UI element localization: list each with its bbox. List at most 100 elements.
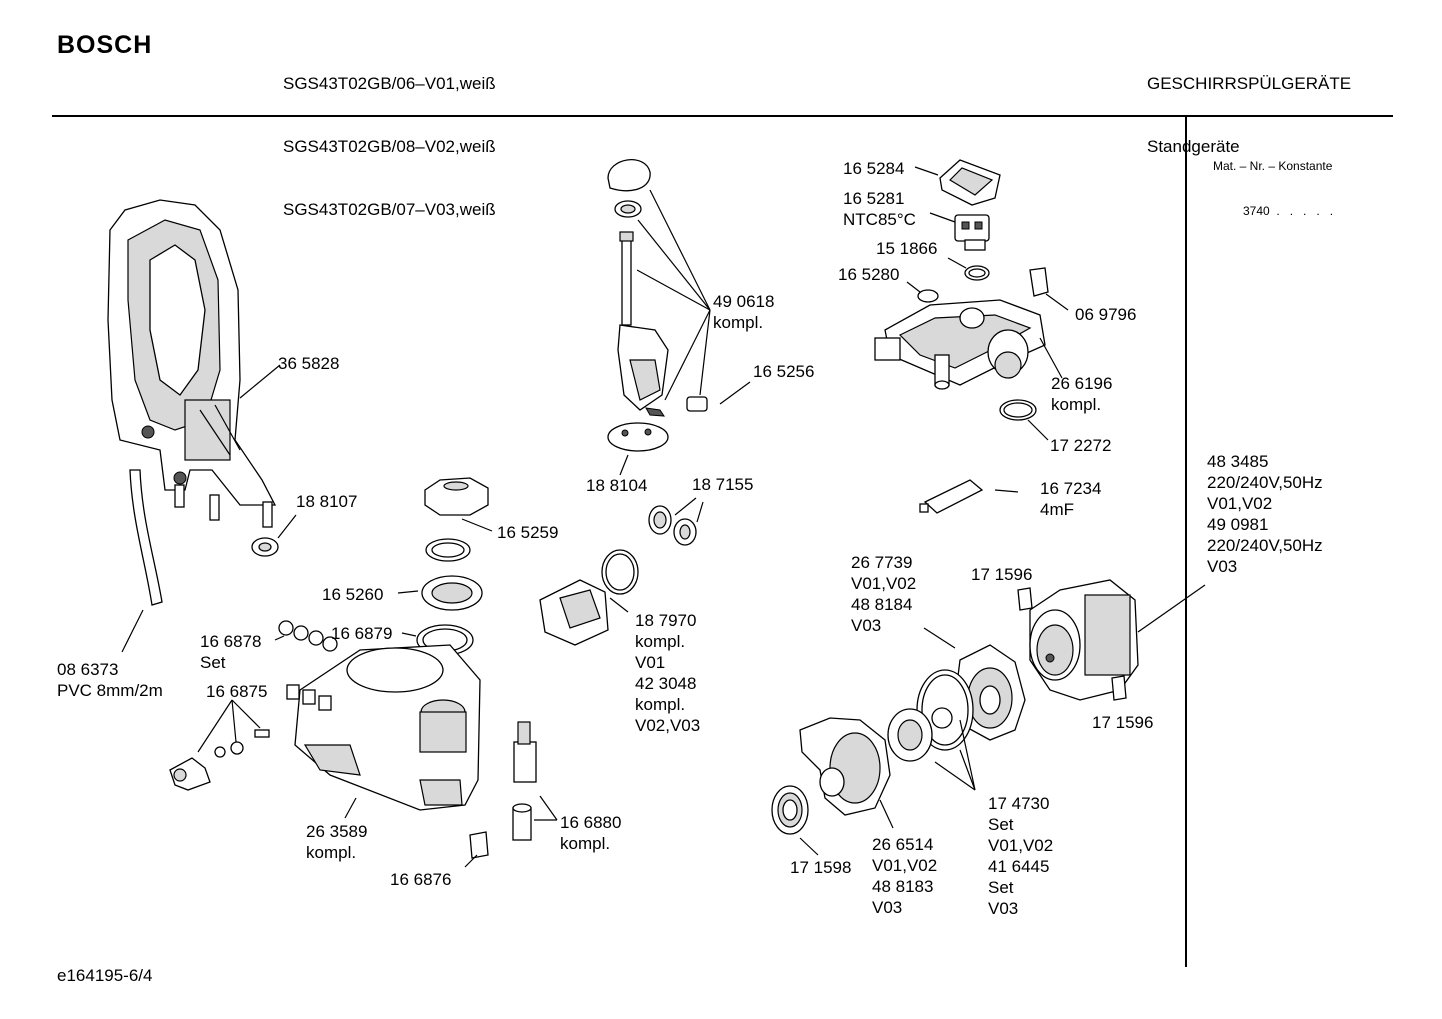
heater-part-266196 [874, 299, 1046, 390]
impeller-part-174730 [887, 669, 974, 762]
label-166879: 16 6879 [331, 624, 392, 643]
label-483485-var: V01,V02 [1207, 494, 1272, 513]
label-416445-set: Set [988, 878, 1014, 897]
label-166875: 16 6875 [206, 682, 267, 701]
model-line: SGS43T02GB/07–V03,weiß [283, 200, 496, 219]
label-188104: 18 8104 [586, 476, 647, 495]
sidebar-divider [1185, 117, 1187, 967]
label-266196: 26 6196 [1051, 374, 1112, 393]
cap-part-165259 [424, 477, 489, 516]
drawing-code: e164195-6/4 [57, 966, 153, 985]
label-172272: 17 2272 [1050, 436, 1111, 455]
label-483485: 48 3485 [1207, 452, 1268, 471]
label-483485-volt: 220/240V,50Hz [1207, 473, 1323, 492]
label-086373-spec: PVC 8mm/2m [57, 681, 163, 700]
clamp-part-172272 [999, 399, 1037, 421]
oring-part-165280 [917, 289, 939, 303]
label-263589-kompl: kompl. [306, 843, 356, 862]
label-187970-v01: V01 [635, 653, 665, 672]
valve-part-166875 [169, 729, 270, 791]
category-block: GESCHIRRSPÜLGERÄTE Standgeräte [1147, 31, 1351, 178]
category-title: GESCHIRRSPÜLGERÄTE [1147, 74, 1352, 93]
label-166880-kompl: kompl. [560, 834, 610, 853]
disc-part-188104 [607, 422, 669, 452]
cover-part-165284 [939, 159, 1001, 206]
label-488183: 48 8183 [872, 877, 933, 896]
caps-part-166878 [278, 620, 338, 652]
label-416445-var: V03 [988, 899, 1018, 918]
label-165260: 16 5260 [322, 585, 383, 604]
salt-container-part-263589 [286, 644, 481, 811]
label-267739-var: V01,V02 [851, 574, 916, 593]
label-167234: 16 7234 [1040, 479, 1101, 498]
label-488183-var: V03 [872, 898, 902, 917]
clip-part-166876 [469, 831, 489, 859]
label-423048-v0203: V02,V03 [635, 716, 700, 735]
label-166878: 16 6878 [200, 632, 261, 651]
label-187970: 18 7970 [635, 611, 696, 630]
rollers-part-187155 [648, 505, 697, 546]
switch-part-069796 [1029, 267, 1049, 297]
category-subtitle: Standgeräte [1147, 137, 1240, 156]
mat-nr-label: Mat. – Nr. – Konstante [1213, 159, 1333, 173]
capacitor-part-167234 [919, 479, 984, 514]
header-rule [52, 115, 1393, 117]
label-416445: 41 6445 [988, 857, 1049, 876]
label-174730-var: V01,V02 [988, 836, 1053, 855]
label-165256: 16 5256 [753, 362, 814, 381]
seal-part-171598 [771, 785, 809, 835]
mat-nr-value: 3740 . . . . . [1243, 204, 1334, 218]
label-165281: 16 5281 [843, 189, 904, 208]
label-165281-ntc: NTC85°C [843, 210, 916, 229]
label-423048: 42 3048 [635, 674, 696, 693]
label-166876: 16 6876 [390, 870, 451, 889]
label-086373: 08 6373 [57, 660, 118, 679]
clip-part-171596-bottom [1111, 675, 1127, 701]
label-490981: 49 0981 [1207, 515, 1268, 534]
ring-part-165260 [421, 538, 483, 611]
label-187155: 18 7155 [692, 475, 753, 494]
mat-nr-block: Mat. – Nr. – Konstante 3740 . . . . . [1213, 129, 1333, 234]
oring-part-151866 [964, 265, 990, 281]
pump-motor-part-483485 [1029, 579, 1139, 701]
label-174730: 17 4730 [988, 794, 1049, 813]
label-490981-var: V03 [1207, 557, 1237, 576]
label-166878-set: Set [200, 653, 226, 672]
model-line: SGS43T02GB/06–V01,weiß [283, 74, 496, 93]
label-263589: 26 3589 [306, 822, 367, 841]
label-166880: 16 6880 [560, 813, 621, 832]
label-165259: 16 5259 [497, 523, 558, 542]
pump-housing-part-266514 [799, 717, 891, 816]
label-188107: 18 8107 [296, 492, 357, 511]
label-266514-var: V01,V02 [872, 856, 937, 875]
label-069796: 06 9796 [1075, 305, 1136, 324]
clip-part-188107 [251, 537, 279, 557]
hose-part-086373 [129, 469, 163, 606]
label-490618: 49 0618 [713, 292, 774, 311]
model-line: SGS43T02GB/08–V02,weiß [283, 137, 496, 156]
label-151866: 15 1866 [876, 239, 937, 258]
label-165284: 16 5284 [843, 159, 904, 178]
label-490618-kompl: kompl. [713, 313, 763, 332]
label-423048-kompl: kompl. [635, 695, 685, 714]
label-488184: 48 8184 [851, 595, 912, 614]
frame-part-365828 [107, 199, 277, 528]
float-part-166880 [512, 721, 537, 841]
ntc-sensor-part-165281 [954, 214, 990, 251]
label-174730-set: Set [988, 815, 1014, 834]
model-list: SGS43T02GB/06–V01,weiß SGS43T02GB/08–V02… [283, 31, 496, 241]
label-266196-kompl: kompl. [1051, 395, 1101, 414]
label-267739: 26 7739 [851, 553, 912, 572]
label-187970-kompl: kompl. [635, 632, 685, 651]
label-171598: 17 1598 [790, 858, 851, 877]
label-490981-volt: 220/240V,50Hz [1207, 536, 1323, 555]
dispenser-part-187970 [539, 549, 639, 646]
label-171596-bottom: 17 1596 [1092, 713, 1153, 732]
label-365828: 36 5828 [278, 354, 339, 373]
label-171596-top: 17 1596 [971, 565, 1032, 584]
label-165280: 16 5280 [838, 265, 899, 284]
dome-part-490618 [607, 159, 708, 417]
label-266514: 26 6514 [872, 835, 933, 854]
label-167234-cap: 4mF [1040, 500, 1074, 519]
